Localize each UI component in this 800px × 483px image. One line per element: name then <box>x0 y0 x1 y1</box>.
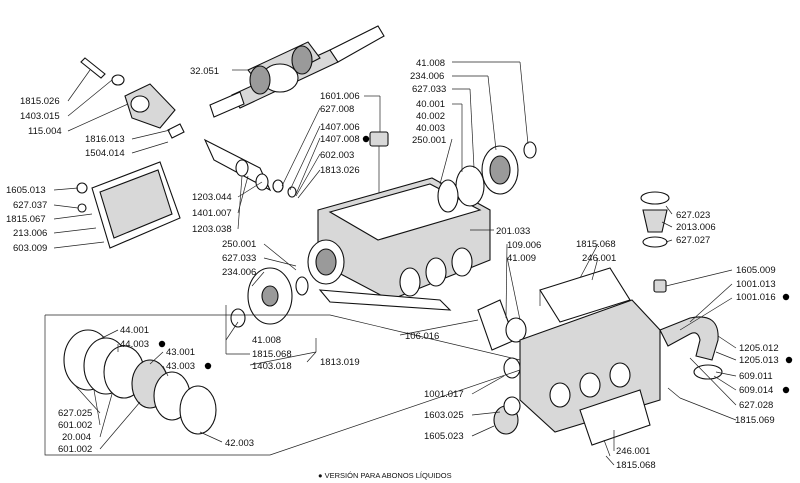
liquid-fertilizer-marker <box>362 135 370 143</box>
label-109-006: 109.006 <box>507 240 541 251</box>
label-627-008: 627.008 <box>320 104 354 115</box>
label-250-001-right: 250.001 <box>412 135 446 146</box>
label-609-014: 609.014 <box>739 385 773 396</box>
piston-rod <box>203 138 297 198</box>
label-246-001-bottom: 246.001 <box>616 446 650 457</box>
label-250-001-left: 250.001 <box>222 239 256 250</box>
label-20-004: 20.004 <box>62 432 91 443</box>
label-246-001-top: 246.001 <box>582 253 616 264</box>
label-627-023: 627.023 <box>676 210 710 221</box>
label-43-001: 43.001 <box>166 347 195 358</box>
label-1815-069: 1815.069 <box>735 415 775 426</box>
dipstick <box>369 131 389 200</box>
right-bearing <box>437 141 537 213</box>
label-44-003: 44.003 <box>120 339 149 350</box>
liquid-fertilizer-marker <box>158 340 166 348</box>
label-41-009: 41.009 <box>507 253 536 264</box>
label-1605-009: 1605.009 <box>736 265 776 276</box>
leader-lines <box>53 61 737 466</box>
label-1815-068-bottom: 1815.068 <box>616 460 656 471</box>
label-40-002: 40.002 <box>416 111 445 122</box>
label-1815-067: 1815.067 <box>6 214 46 225</box>
label-1407-006: 1407.006 <box>320 122 360 133</box>
label-601-002-a: 601.002 <box>58 420 92 431</box>
label-1813-026: 1813.026 <box>320 165 360 176</box>
label-43-003: 43.003 <box>166 361 195 372</box>
label-1403-015: 1403.015 <box>20 111 60 122</box>
label-627-037: 627.037 <box>13 200 47 211</box>
liquid-fertilizer-marker <box>782 293 790 301</box>
label-41-008-left: 41.008 <box>252 335 281 346</box>
label-1205-012: 1205.012 <box>739 343 779 354</box>
label-2013-006: 2013.006 <box>676 222 716 233</box>
label-1603-025: 1603.025 <box>424 410 464 421</box>
label-1203-038: 1203.038 <box>192 224 232 235</box>
seal-group-outline <box>44 314 521 456</box>
label-106-016: 106.016 <box>405 331 439 342</box>
label-1001-016: 1001.016 <box>736 292 776 303</box>
elbow-fitting <box>653 279 723 380</box>
left-bearing <box>230 267 309 328</box>
label-115-004: 115.004 <box>28 126 62 137</box>
label-1504-014: 1504.014 <box>85 148 125 159</box>
label-1815-068-left: 1815.068 <box>252 349 292 360</box>
label-1401-007: 1401.007 <box>192 208 232 219</box>
label-201-033: 201.033 <box>496 226 530 237</box>
label-42-003: 42.003 <box>225 438 254 449</box>
label-40-003: 40.003 <box>416 123 445 134</box>
liquid-fertilizer-marker <box>785 356 793 364</box>
manifold <box>519 267 661 446</box>
label-603-009: 603.009 <box>13 243 47 254</box>
label-1001-017: 1001.017 <box>424 389 464 400</box>
label-1403-018: 1403.018 <box>252 361 292 372</box>
label-32-051: 32.051 <box>190 66 219 77</box>
label-40-001: 40.001 <box>416 99 445 110</box>
label-1001-013: 1001.013 <box>736 279 776 290</box>
label-1815-068-top: 1815.068 <box>576 239 616 250</box>
label-1816-013: 1816.013 <box>85 134 125 145</box>
inlet-fittings <box>493 357 521 435</box>
label-1813-019: 1813.019 <box>320 357 360 368</box>
label-213-006: 213.006 <box>13 228 47 239</box>
label-1815-026: 1815.026 <box>20 96 60 107</box>
label-627-033-right: 627.033 <box>412 84 446 95</box>
label-602-003: 602.003 <box>320 150 354 161</box>
part-labels: 32.051 1815.026 1403.015 115.004 1816.01… <box>6 58 793 480</box>
footnote: ● VERSIÓN PARA ABONOS LÍQUIDOS <box>318 471 452 480</box>
seal-stack <box>63 329 217 435</box>
liquid-fertilizer-marker <box>204 362 212 370</box>
screws <box>315 290 681 457</box>
label-627-033-left: 627.033 <box>222 253 256 264</box>
label-1601-006: 1601.006 <box>320 91 360 102</box>
label-234-006-left: 234.006 <box>222 267 256 278</box>
label-1407-008: 1407.008 <box>320 134 360 145</box>
crankshaft <box>209 25 385 118</box>
plunger-sleeve <box>477 299 527 351</box>
label-234-006-right: 234.006 <box>410 71 444 82</box>
label-601-002-b: 601.002 <box>58 444 92 455</box>
label-1605-023: 1605.023 <box>424 431 464 442</box>
liquid-fertilizer-marker <box>782 386 790 394</box>
label-1605-013: 1605.013 <box>6 185 46 196</box>
label-627-025: 627.025 <box>58 408 92 419</box>
label-1205-013: 1205.013 <box>739 355 779 366</box>
label-627-027: 627.027 <box>676 235 710 246</box>
connecting-rod <box>80 57 185 139</box>
rear-cover <box>76 161 181 249</box>
label-1203-044: 1203.044 <box>192 192 232 203</box>
label-627-028: 627.028 <box>739 400 773 411</box>
label-609-011: 609.011 <box>739 371 773 382</box>
valve-assembly <box>640 191 670 248</box>
label-44-001: 44.001 <box>120 325 149 336</box>
label-41-008-right: 41.008 <box>416 58 445 69</box>
